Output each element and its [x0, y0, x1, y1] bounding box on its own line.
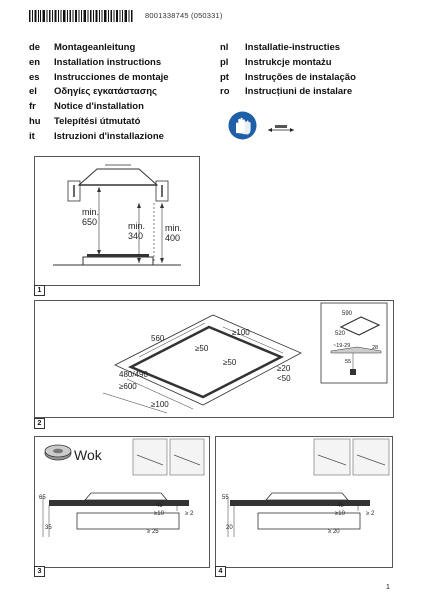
figure-4-number: 4 — [215, 566, 226, 577]
inset-dim-28: 28 — [372, 345, 378, 351]
language-title: Instruções de instalação — [245, 71, 356, 83]
language-code: pl — [220, 56, 229, 68]
language-code: el — [29, 86, 37, 98]
language-title: Οδηγίες εγκατάστασης — [54, 86, 157, 98]
language-code: ro — [220, 86, 230, 98]
dim-25: ≥ 25 — [147, 529, 159, 535]
protective-gloves-icon — [228, 111, 257, 140]
figure-2-panel: 560 ≥100 ≥50 ≥50 480/490 ≥600 ≥100 ≥20 <… — [34, 300, 394, 418]
dim-min400-label: min. — [165, 223, 182, 233]
wok-label: Wok — [74, 447, 102, 463]
dim-100-back: ≥100 — [232, 328, 250, 337]
dim-50-left: ≥50 — [195, 344, 209, 353]
language-title: Instrukcje montażu — [245, 56, 332, 68]
language-row: it Istruzioni d'installazione — [29, 130, 169, 145]
dim-min650-value: 650 — [82, 217, 97, 227]
dim-65: 65 — [39, 495, 46, 501]
figure-3-panel: 45 ≥10 ≥ 2 ≥ 25 35 65 — [34, 436, 210, 568]
figure-2-number: 2 — [34, 418, 45, 429]
dimension-arrow-icon — [268, 125, 294, 132]
language-code: pt — [220, 71, 229, 83]
dim-20-side: 20 — [226, 525, 233, 531]
dim-min340-value: 340 — [128, 231, 143, 241]
language-code: it — [29, 130, 35, 142]
language-row: pl Instrukcje montażu — [220, 56, 356, 71]
language-title: Montageanleitung — [54, 42, 136, 53]
language-code: de — [29, 42, 41, 53]
figure-4-diagram: 45 ≥10 ≥ 2 ≥ 20 20 55 — [222, 438, 390, 537]
language-title: Notice d'installation — [54, 101, 144, 113]
language-list-right: nl Installatie-instructies pl Instrukcje m… — [220, 41, 356, 100]
dim-35: 35 — [45, 525, 52, 531]
dim-100-front: ≥100 — [151, 400, 169, 409]
language-code: fr — [29, 101, 36, 113]
figure-1-number: 1 — [34, 285, 45, 296]
dim-45: 45 — [337, 503, 344, 509]
language-row: nl Installatie-instructies — [220, 41, 356, 56]
dim-480-490: 480/490 — [119, 370, 148, 379]
figure-1-diagram: min. 650 min. 340 min. 400 — [53, 164, 182, 266]
document-code: 8001338745 (050331) — [145, 11, 223, 20]
language-row: ro Instrucțiuni de instalare — [220, 85, 356, 100]
language-list-left: de Montageanleitung en Installation instru… — [29, 41, 169, 145]
dim-min340-label: min. — [128, 221, 145, 231]
barcode — [29, 8, 134, 24]
dim-55: 55 — [222, 495, 229, 501]
dim-20: ≥ 20 — [328, 529, 340, 535]
dim-50-right: ≥50 — [223, 358, 237, 367]
language-code: hu — [29, 115, 41, 127]
language-title: Telepítési útmutató — [54, 115, 141, 127]
inset-dim-590: 590 — [342, 311, 353, 317]
language-row: hu Telepítési útmutató — [29, 115, 169, 130]
inset-dim-55: 55 — [345, 359, 351, 365]
figure-2-diagram: 560 ≥100 ≥50 ≥50 480/490 ≥600 ≥100 ≥20 <… — [102, 302, 388, 414]
language-title: Istruzioni d'installazione — [54, 130, 164, 142]
language-row: es Instrucciones de montaje — [29, 71, 169, 86]
dim-45: 45 — [156, 503, 163, 509]
figure-1-panel: min. 650 min. 340 min. 400 — [34, 156, 200, 286]
language-title: Instrucciones de montaje — [54, 71, 169, 83]
dim-10: ≥10 — [335, 511, 346, 517]
language-title: Instrucțiuni de instalare — [245, 86, 353, 98]
inset-dim-19-29: ~19-29 — [333, 343, 350, 349]
dim-10: ≥10 — [154, 511, 165, 517]
figure-3-number: 3 — [34, 566, 45, 577]
page-number: 1 — [386, 584, 390, 591]
language-code: es — [29, 71, 40, 83]
language-row: en Installation instructions — [29, 56, 169, 71]
dim-560: 560 — [151, 334, 165, 343]
dim-min650-label: min. — [82, 207, 99, 217]
language-row: el Οδηγίες εγκατάστασης — [29, 85, 169, 100]
dim-2: ≥ 2 — [366, 511, 375, 517]
language-code: nl — [220, 42, 229, 53]
language-row: de Montageanleitung — [29, 41, 169, 56]
language-row: pt Instruções de instalação — [220, 71, 356, 86]
dim-less-50: <50 — [277, 374, 291, 383]
figure-3-diagram: 45 ≥10 ≥ 2 ≥ 25 35 65 — [39, 438, 205, 537]
barcode-graphic — [29, 10, 133, 22]
dim-min400-value: 400 — [165, 233, 180, 243]
dim-20: ≥20 — [277, 364, 291, 373]
inset-dim-520: 520 — [335, 331, 346, 337]
language-code: en — [29, 56, 41, 68]
figure-4-panel: 45 ≥10 ≥ 2 ≥ 20 20 55 — [215, 436, 393, 568]
language-row: fr Notice d'installation — [29, 100, 169, 115]
dim-2: ≥ 2 — [185, 511, 194, 517]
dim-600: ≥600 — [119, 382, 137, 391]
language-title: Installation instructions — [54, 56, 162, 68]
language-title: Installatie-instructies — [245, 42, 341, 53]
